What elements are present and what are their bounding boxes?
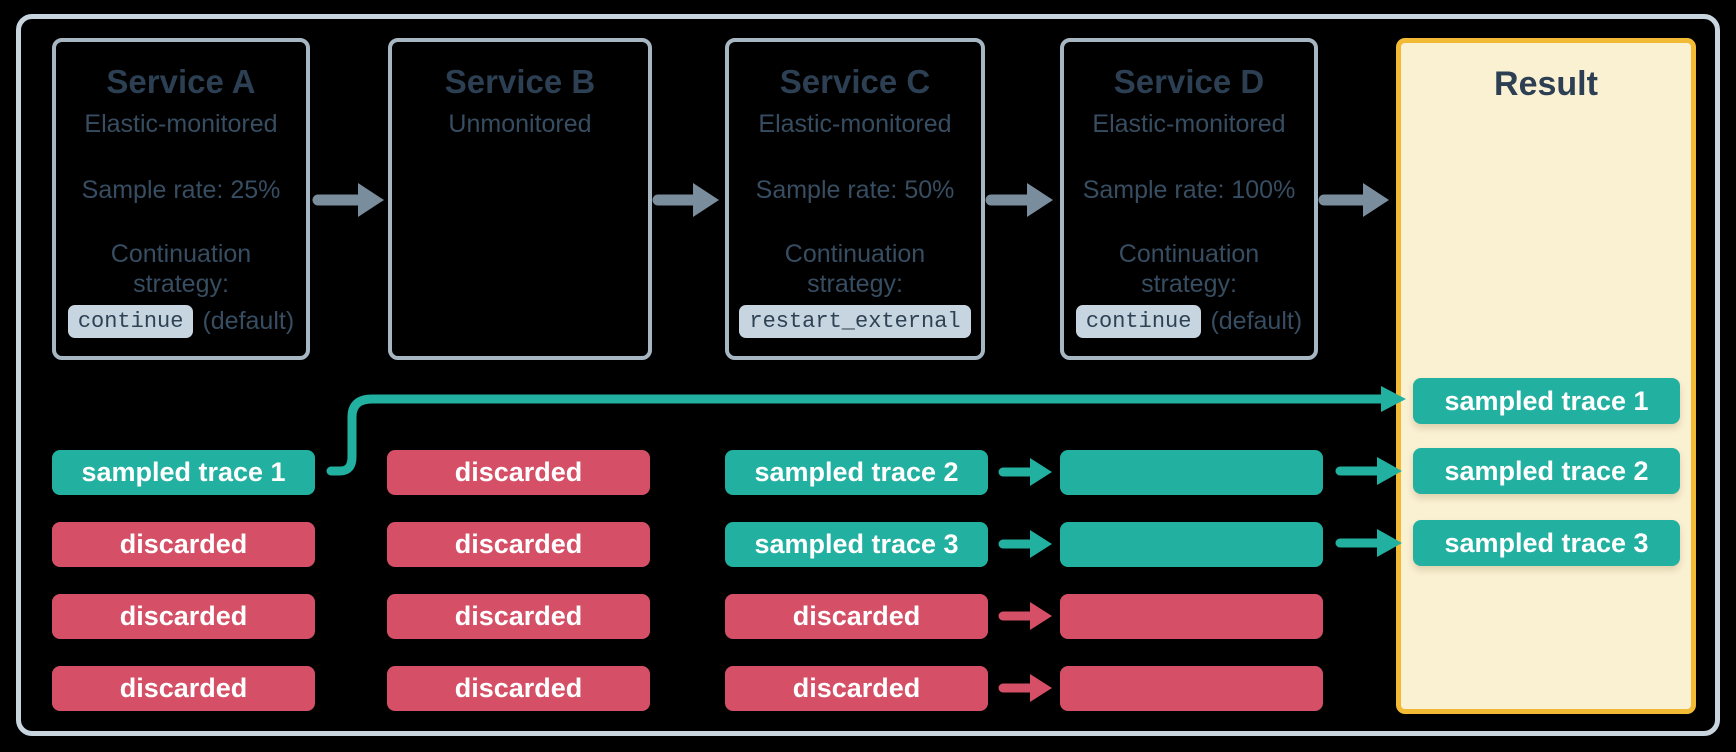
service-d-sample-rate: Sample rate: 100% <box>1082 176 1296 205</box>
service-c-title: Service C <box>779 63 931 100</box>
service-b-monitoring: Unmonitored <box>448 110 592 139</box>
service-b-title: Service B <box>444 63 596 100</box>
service-c-box: Service C Elastic-monitored Sample rate:… <box>725 38 985 360</box>
result-box: Result <box>1396 38 1696 714</box>
trace-pill-c-1: sampled trace 2 <box>725 450 988 495</box>
service-c-continuation-label: Continuation strategy: <box>784 240 926 298</box>
trace-pill-d-2 <box>1060 522 1323 567</box>
service-a-box: Service A Elastic-monitored Sample rate:… <box>52 38 310 360</box>
trace-pill-c-4: discarded <box>725 666 988 711</box>
service-d-strategy-code-chip: continue <box>1075 305 1202 339</box>
trace-pill-c-2: sampled trace 3 <box>725 522 988 567</box>
service-a-strategy-suffix: (default) <box>202 307 295 336</box>
service-c-monitoring: Elastic-monitored <box>758 110 952 139</box>
service-d-continuation-label: Continuation strategy: <box>1118 240 1260 298</box>
trace-pill-d-3 <box>1060 594 1323 639</box>
trace-pill-b-2: discarded <box>387 522 650 567</box>
trace-pill-d-1 <box>1060 450 1323 495</box>
service-a-continuation-label: Continuation strategy: <box>110 240 252 298</box>
result-pill-3: sampled trace 3 <box>1413 520 1680 566</box>
service-c-sample-rate: Sample rate: 50% <box>755 176 955 205</box>
trace-pill-a-2: discarded <box>52 522 315 567</box>
service-d-box: Service D Elastic-monitored Sample rate:… <box>1060 38 1318 360</box>
trace-pill-b-4: discarded <box>387 666 650 711</box>
trace-pill-b-3: discarded <box>387 594 650 639</box>
trace-pill-a-4: discarded <box>52 666 315 711</box>
result-title: Result <box>1494 65 1598 103</box>
service-c-strategy-code-chip: restart_external <box>739 305 971 339</box>
service-d-monitoring: Elastic-monitored <box>1092 110 1286 139</box>
service-b-box: Service B Unmonitored <box>388 38 652 360</box>
service-d-strategy-suffix: (default) <box>1210 307 1303 336</box>
service-a-strategy-code-chip: continue <box>67 305 194 339</box>
diagram-outer-frame <box>16 14 1720 736</box>
service-d-strategy: continue (default) <box>1075 305 1303 339</box>
service-a-sample-rate: Sample rate: 25% <box>81 176 281 205</box>
result-pill-1: sampled trace 1 <box>1413 378 1680 424</box>
service-a-title: Service A <box>106 63 256 100</box>
service-d-title: Service D <box>1113 63 1265 100</box>
service-a-monitoring: Elastic-monitored <box>84 110 278 139</box>
trace-pill-a-1: sampled trace 1 <box>52 450 315 495</box>
trace-pill-c-3: discarded <box>725 594 988 639</box>
trace-pill-b-1: discarded <box>387 450 650 495</box>
service-a-strategy: continue (default) <box>67 305 295 339</box>
service-c-strategy: restart_external <box>739 305 971 339</box>
trace-pill-d-4 <box>1060 666 1323 711</box>
result-pill-2: sampled trace 2 <box>1413 448 1680 494</box>
trace-pill-a-3: discarded <box>52 594 315 639</box>
